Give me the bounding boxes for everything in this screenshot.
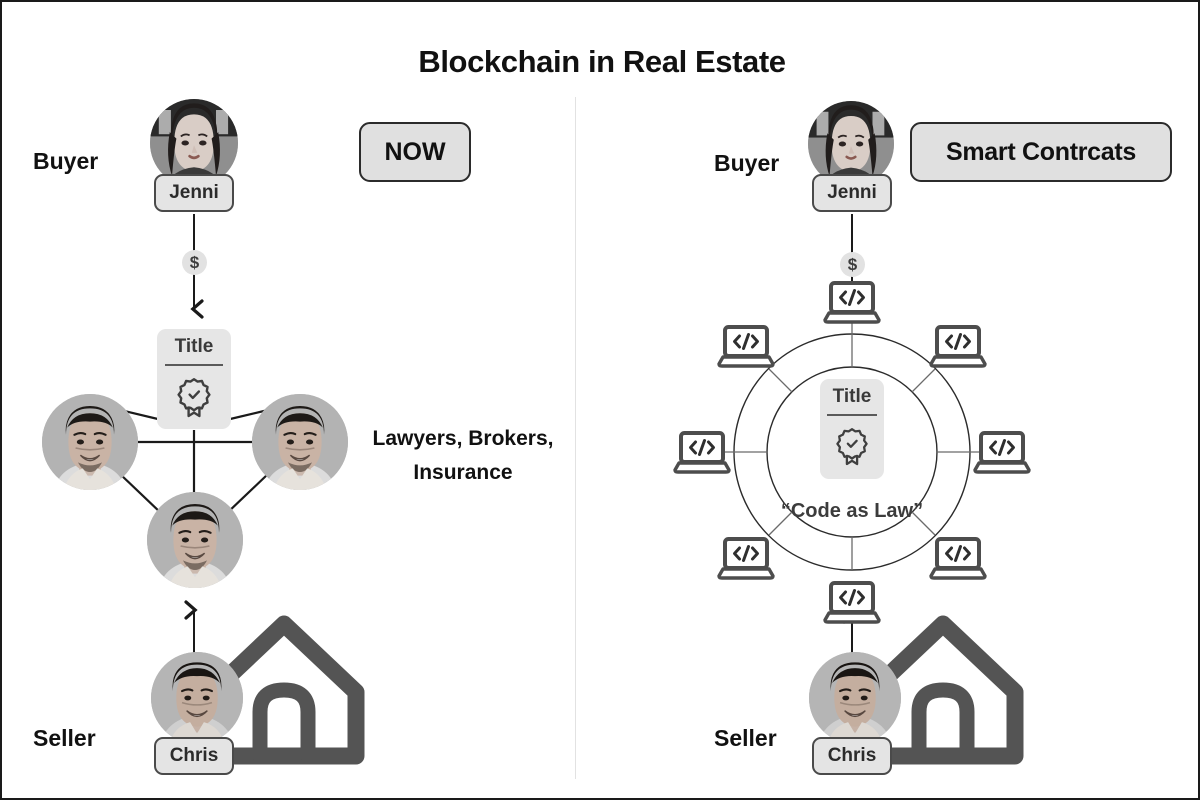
name-chip-seller-left[interactable]: Chris: [154, 737, 234, 775]
avatar-man-photo: [151, 652, 243, 744]
avatar-buyer-left: [150, 99, 238, 187]
laptop-code-icon-6: [717, 536, 775, 580]
laptop-code-icon-8: [717, 324, 775, 368]
name-chip-buyer-right[interactable]: Jenni: [812, 174, 892, 212]
title-card-heading-right: Title: [832, 386, 872, 407]
title-card-rule-right: [827, 414, 877, 416]
laptop-code-icon-4: [929, 536, 987, 580]
badge-smart-contracts[interactable]: Smart Contrcats: [910, 122, 1172, 182]
title-card-rule-left: [165, 364, 223, 366]
avatar-intermediary-3: [147, 492, 243, 588]
laptop-code-icon-5: [823, 580, 881, 624]
intermediaries-label-line2: Insurance: [413, 460, 513, 484]
buyer-label-right: Buyer: [714, 150, 780, 176]
laptop-code-icon-1: [823, 280, 881, 324]
avatar-man-photo: [252, 394, 348, 490]
laptop-code-icon-2: [929, 324, 987, 368]
name-chip-buyer-left[interactable]: Jenni: [154, 174, 234, 212]
buyer-label-left: Buyer: [33, 148, 99, 174]
avatar-woman-photo: [150, 99, 238, 187]
name-chip-seller-right[interactable]: Chris: [812, 737, 892, 775]
avatar-intermediary-1: [42, 394, 138, 490]
avatar-woman-photo: [808, 101, 894, 187]
code-as-law-caption: “Code as Law”: [780, 500, 924, 522]
avatar-man-photo: [809, 652, 901, 744]
avatar-buyer-right: [808, 101, 894, 187]
avatar-seller-left: [151, 652, 243, 744]
panel-divider: [575, 97, 576, 779]
award-seal-icon-right: [834, 426, 870, 471]
avatar-man-photo: [42, 394, 138, 490]
title-card-heading-left: Title: [174, 336, 214, 357]
badge-now[interactable]: NOW: [359, 122, 471, 182]
seller-label-right: Seller: [714, 725, 777, 751]
award-seal-icon-left: [175, 376, 213, 423]
avatar-intermediary-2: [252, 394, 348, 490]
intermediaries-label-line1: Lawyers, Brokers,: [372, 427, 554, 450]
coin-dollar-left: $: [182, 250, 207, 275]
intermediaries-label: Lawyers, Brokers, Insurance: [360, 422, 566, 489]
avatar-seller-right: [809, 652, 901, 744]
laptop-code-icon-3: [973, 430, 1031, 474]
seller-label-left: Seller: [33, 725, 96, 751]
title-card-left: Title: [157, 329, 231, 429]
title-card-right: Title: [820, 379, 884, 479]
avatar-man-photo: [147, 492, 243, 588]
page-title: Blockchain in Real Estate: [418, 44, 786, 79]
coin-dollar-right: $: [840, 252, 865, 277]
laptop-code-icon-7: [673, 430, 731, 474]
